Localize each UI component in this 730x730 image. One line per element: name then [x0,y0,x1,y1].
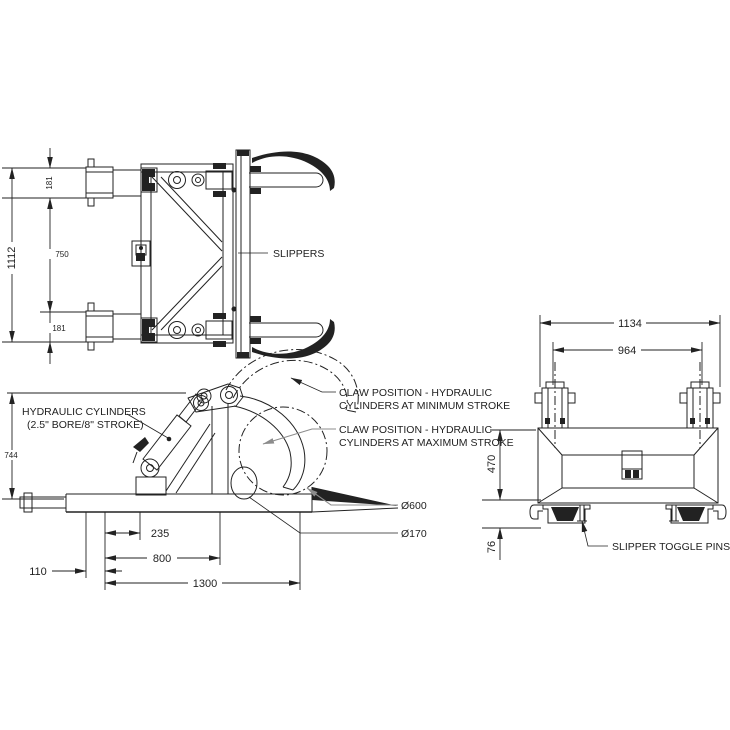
dim-text-1112: 1112 [6,247,18,270]
dia600-callout: Ø600 [306,487,427,512]
bottom-dims: 235 800 1300 110 [29,512,301,590]
slippers-label: SLIPPERS [273,248,324,260]
dim-text-181-bottom: 181 [52,324,66,333]
dim-744: 744 [1,392,186,500]
dim-text-744: 744 [4,451,18,460]
slipper-toggle-pins-callout: SLIPPER TOGGLE PINS [581,520,730,553]
dim-text-964: 964 [618,345,636,357]
rear-view: 1134 964 [482,315,730,560]
claw-blade-upper [252,151,335,191]
frame-rear [537,427,719,504]
dim-text-1300: 1300 [193,578,217,590]
slippers-callout: SLIPPERS [238,248,324,260]
claw-min-callout: CLAW POSITION - HYDRAULIC CYLINDERS AT M… [290,377,510,412]
top-view: 1112 181 750 181 [2,148,335,364]
dim-text-181-top: 181 [45,176,54,190]
dim-text-470: 470 [486,455,498,473]
claw-max-label-line2: CYLINDERS AT MAXIMUM STROKE [339,437,514,449]
dim-1112: 1112 [5,167,18,343]
dim-text-800: 800 [153,553,171,565]
dim-470: 470 [482,429,541,501]
pin-boss-170 [230,466,258,500]
claw-min-position [225,349,359,413]
bracket-top-left [85,158,141,207]
dim-text-dia600: Ø600 [401,500,427,512]
dim-text-110: 110 [29,566,47,578]
dim-text-dia170: Ø170 [401,528,427,540]
dim-chain-left: 181 750 181 [45,148,75,364]
frame-clip [131,240,151,267]
dim-text-750: 750 [55,250,69,259]
dim-964: 964 [552,344,703,357]
claw-max-label-line1: CLAW POSITION - HYDRAULIC [339,424,492,436]
cylinder-bottom-plan [140,313,324,347]
frame-plan [140,163,234,344]
mast-and-cylinder [132,383,244,496]
dim-text-1134: 1134 [618,318,642,330]
slipper-foot-right [665,504,727,524]
dim-text-235: 235 [151,528,169,540]
drum-circle-600 [238,406,328,496]
claw-min-label-line2: CYLINDERS AT MINIMUM STROKE [339,400,510,412]
slipper-rail [231,149,251,359]
hydraulic-cylinders-callout: HYDRAULIC CYLINDERS (2.5" BORE/8" STROKE… [22,406,172,442]
dim-text-76: 76 [486,541,498,553]
claw-min-label-line1: CLAW POSITION - HYDRAULIC [339,387,492,399]
hydraulic-label-line2: (2.5" BORE/8" STROKE) [27,419,144,431]
base-frame [19,487,399,513]
claw-max-position [233,395,306,491]
claw-max-callout: CLAW POSITION - HYDRAULIC CYLINDERS AT M… [262,424,514,449]
slipper-foot-left [529,504,591,524]
cylinder-top-plan [140,163,324,197]
slipper-toggle-pins-label: SLIPPER TOGGLE PINS [612,541,730,553]
bracket-bottom-left [85,302,141,351]
hydraulic-label-line1: HYDRAULIC CYLINDERS [22,406,146,418]
slipper-roller-right [679,362,721,448]
dim-1134: 1134 [539,317,721,330]
dim-76: 76 [482,527,541,560]
slipper-roller-left [534,362,576,448]
side-view: 744 [1,349,514,590]
claw-blade-lower [252,319,335,359]
